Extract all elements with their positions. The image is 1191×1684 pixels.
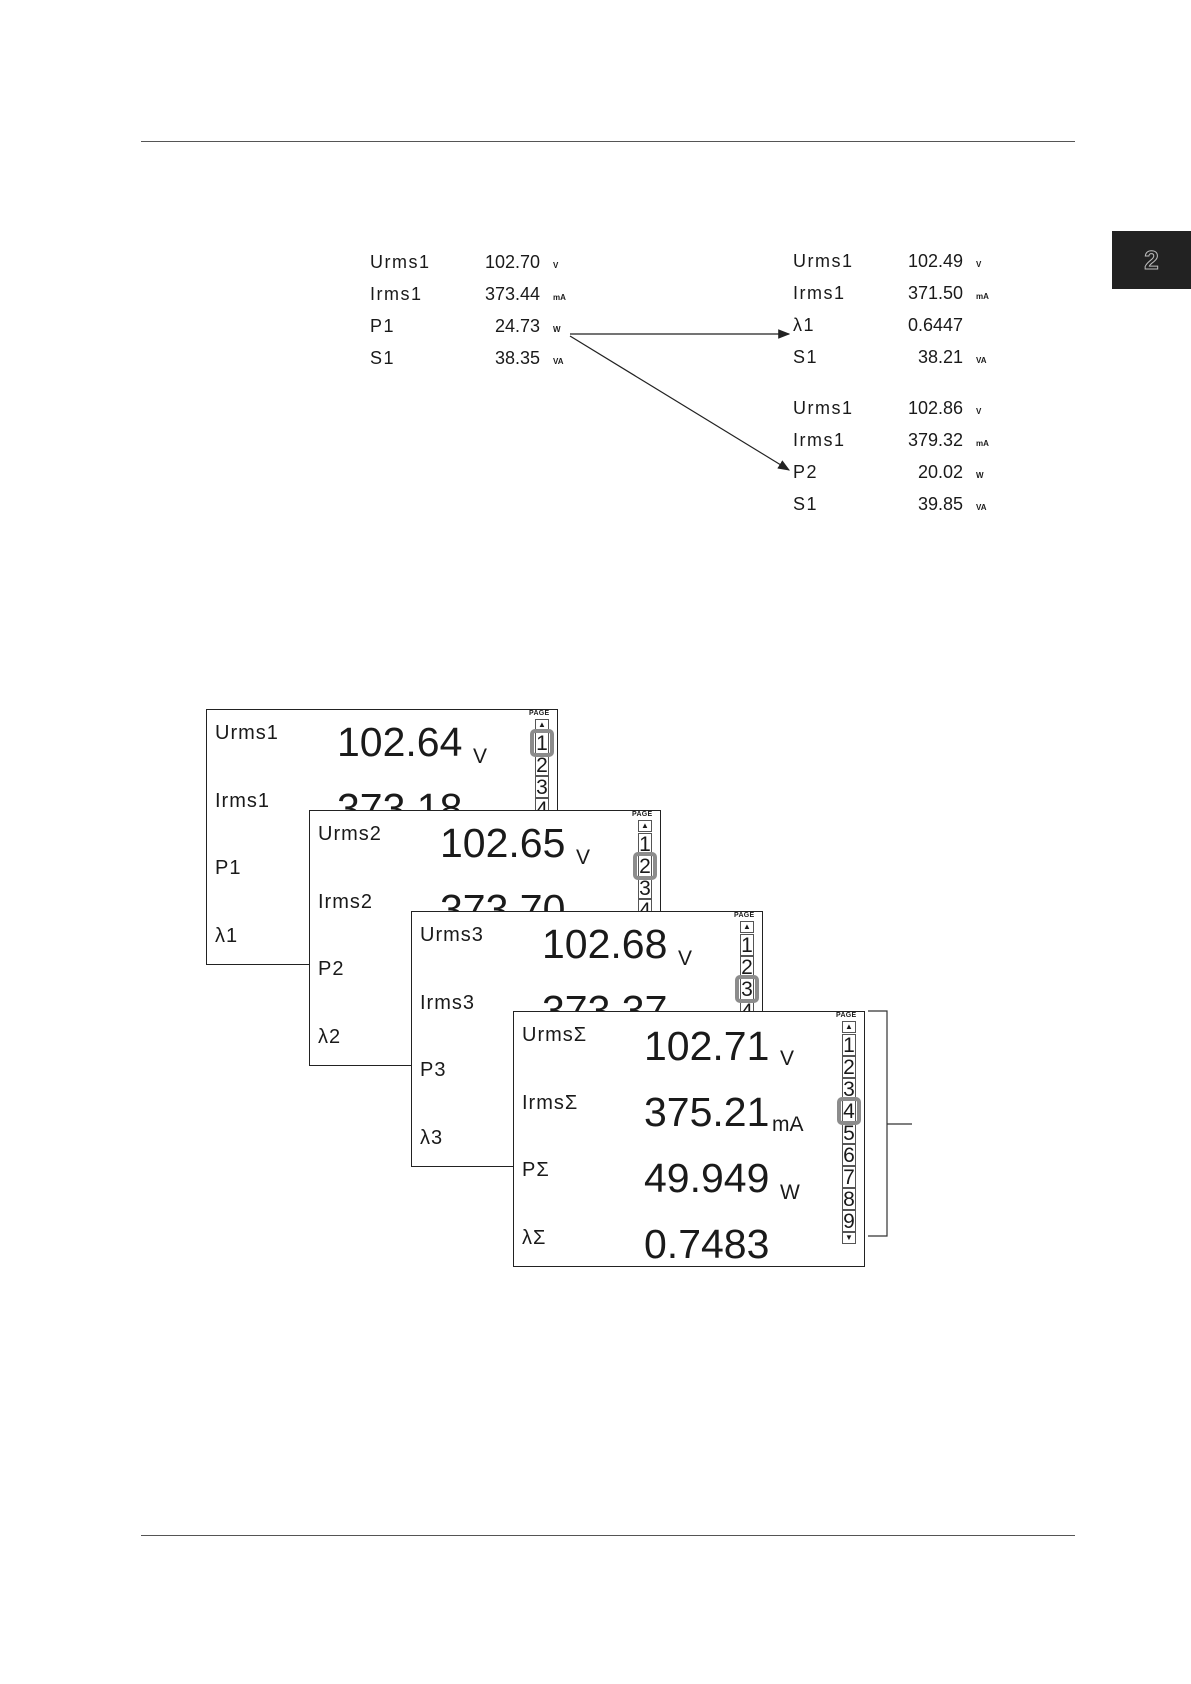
list-item: Irms1 379.32 mA xyxy=(793,430,989,450)
label-irms: Irms3 xyxy=(420,992,475,1014)
label-p: P1 xyxy=(215,857,242,879)
display-screen-page-4: UrmsΣ IrmsΣ PΣ λΣ 102.71 V 375.21 mA 49.… xyxy=(513,1011,865,1267)
page-number[interactable]: 1 xyxy=(842,1034,856,1057)
page-number[interactable]: 2 xyxy=(535,754,549,777)
label-p: P3 xyxy=(420,1059,447,1081)
list-item: Irms1 371.50 mA xyxy=(793,283,989,303)
right-bottom-measurement-list: Urms1 102.86 V Irms1 379.32 mA P2 20.02 … xyxy=(793,398,993,518)
label-urms: UrmsΣ xyxy=(522,1024,588,1046)
page-number[interactable]: 7 xyxy=(842,1166,856,1189)
top-rule xyxy=(141,141,1075,142)
page-indicator: PAGE ▲ 1 2 3 4 xyxy=(632,811,657,1051)
arrow-to-p2 xyxy=(569,335,791,471)
list-item: S1 39.85 VA xyxy=(793,494,987,514)
active-page-highlight xyxy=(837,1097,861,1125)
label-irms: Irms2 xyxy=(318,891,373,913)
page-number[interactable]: 9 xyxy=(842,1210,856,1233)
list-item: P1 24.73 W xyxy=(370,316,561,336)
list-item: Urms1 102.49 V xyxy=(793,251,982,271)
unit-p: W xyxy=(780,1181,800,1204)
list-item: P2 20.02 W xyxy=(793,462,984,482)
label-lambda: λ3 xyxy=(420,1127,444,1149)
list-item: Irms1 373.44 mA xyxy=(370,284,566,304)
mapping-arrows xyxy=(569,329,791,471)
active-page-highlight xyxy=(633,852,657,880)
label-lambda: λΣ xyxy=(522,1227,547,1249)
active-page-highlight xyxy=(530,729,554,757)
page-number[interactable]: 1 xyxy=(740,934,754,957)
page-up-icon[interactable]: ▲ xyxy=(740,921,754,933)
value-urms: 102.71 xyxy=(644,1023,770,1069)
right-top-measurement-list: Urms1 102.49 V Irms1 371.50 mA λ1 0.6447… xyxy=(793,251,993,371)
label-urms: Urms1 xyxy=(215,722,279,744)
page-number[interactable]: 3 xyxy=(638,877,652,900)
page-indicator: PAGE ▲ 1 2 3 4 xyxy=(529,710,554,950)
value-p: 49.949 xyxy=(644,1155,770,1201)
list-item: Urms1 102.70 V xyxy=(370,252,559,272)
page-number[interactable]: 8 xyxy=(842,1188,856,1211)
label-urms: Urms3 xyxy=(420,924,484,946)
value-irms: 375.21 xyxy=(644,1089,770,1135)
page-up-icon[interactable]: ▲ xyxy=(638,820,652,832)
unit-irms: mA xyxy=(772,1113,804,1136)
label-irms: Irms1 xyxy=(215,790,270,812)
list-item: λ1 0.6447 xyxy=(793,315,963,335)
bottom-rule xyxy=(141,1535,1075,1536)
left-measurement-list: Urms1 102.70 V Irms1 373.44 mA P1 24.73 … xyxy=(370,252,570,372)
value-lambda: 0.7483 xyxy=(644,1221,770,1267)
page-up-icon[interactable]: ▲ xyxy=(842,1021,856,1033)
page-down-icon[interactable]: ▼ xyxy=(842,1232,856,1244)
unit-urms: V xyxy=(576,846,591,869)
page-number[interactable]: 2 xyxy=(842,1056,856,1079)
label-p: P2 xyxy=(318,958,345,980)
page-indicator: PAGE ▲ 1 2 3 4 5 6 7 8 9 ▼ xyxy=(836,1012,861,1252)
page-number[interactable]: 5 xyxy=(842,1122,856,1145)
unit-urms: V xyxy=(678,947,693,970)
chapter-tab: 2 xyxy=(1112,231,1191,289)
label-lambda: λ1 xyxy=(215,925,239,947)
page-number[interactable]: 6 xyxy=(842,1144,856,1167)
page-number[interactable]: 3 xyxy=(535,776,549,799)
value-urms: 102.68 xyxy=(542,921,668,967)
value-urms: 102.65 xyxy=(440,820,566,866)
value-urms: 102.64 xyxy=(337,719,463,765)
unit-urms: V xyxy=(473,745,488,768)
list-item: Urms1 102.86 V xyxy=(793,398,982,418)
label-irms: IrmsΣ xyxy=(522,1092,579,1114)
list-item: S1 38.35 VA xyxy=(370,348,564,368)
active-page-highlight xyxy=(735,975,759,1003)
label-p: PΣ xyxy=(522,1159,550,1181)
label-urms: Urms2 xyxy=(318,823,382,845)
unit-urms: V xyxy=(780,1047,795,1070)
label-lambda: λ2 xyxy=(318,1026,342,1048)
list-item: S1 38.21 VA xyxy=(793,347,987,367)
